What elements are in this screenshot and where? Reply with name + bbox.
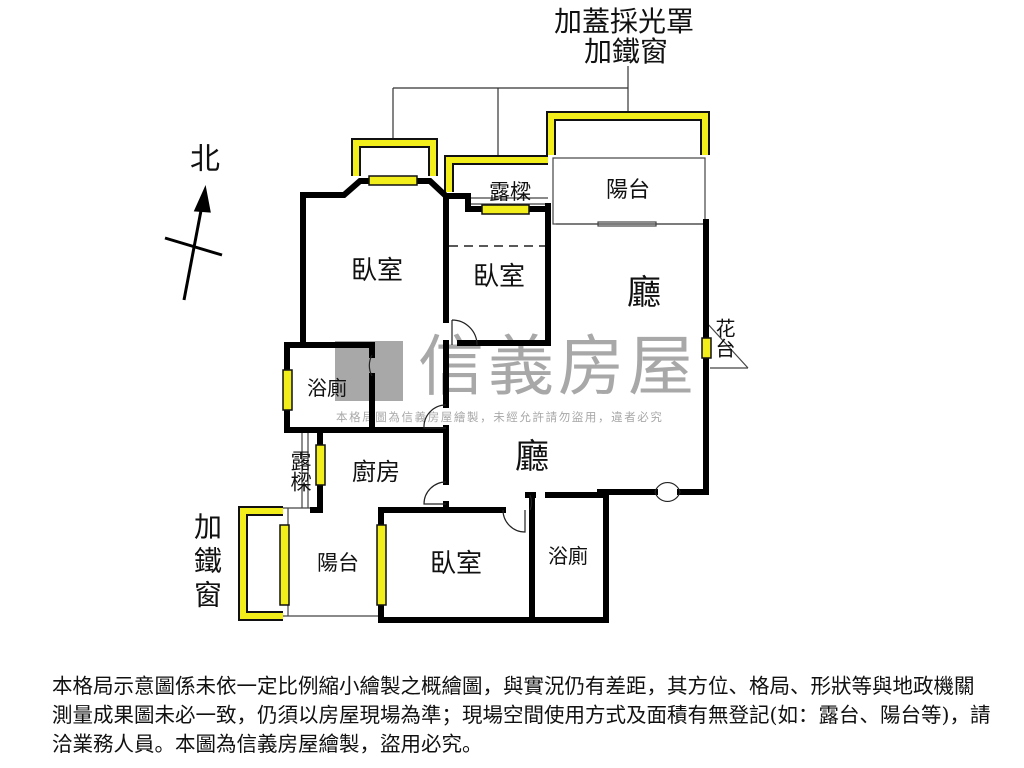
iron-window-frames <box>238 111 710 621</box>
watermark-notice: 本格局圖為信義房屋繪製，未經允許請勿盜用，違者必究 <box>336 410 664 424</box>
room-bathroom-1: 浴廁 <box>307 376 347 400</box>
room-bedroom-2: 臥室 <box>473 262 526 292</box>
walls <box>284 178 709 623</box>
room-ledge-left: 露樑 <box>288 450 312 492</box>
room-ledge-top: 露樑 <box>489 180 531 204</box>
room-bathroom-2: 浴廁 <box>548 544 588 568</box>
room-bedroom-3: 臥室 <box>430 549 483 579</box>
windows <box>279 175 712 606</box>
room-living-2: 廳 <box>515 437 549 477</box>
planter-label: 花台 <box>712 318 736 358</box>
room-balcony-top: 陽台 <box>606 178 651 203</box>
annotation-iron-window-left: 加鐵窗 <box>190 512 223 614</box>
annotation-skylight-cover: 加蓋採光罩 <box>554 5 695 38</box>
disclaimer-text: 本格局示意圖係未依一定比例縮小繪製之概繪圖，與實況仍有差距，其方位、格局、形狀等… <box>52 674 991 756</box>
north-arrow-icon <box>164 185 223 301</box>
leader-lines <box>392 66 629 160</box>
room-living-1: 廳 <box>627 273 661 313</box>
room-kitchen: 廚房 <box>352 458 400 486</box>
thin-lines <box>283 157 749 617</box>
room-bedroom-1: 臥室 <box>351 256 404 286</box>
room-balcony-bottom: 陽台 <box>317 551 359 575</box>
doors <box>368 319 681 533</box>
north-label: 北 <box>190 142 220 177</box>
annotation-iron-window-top: 加鐵窗 <box>584 35 669 68</box>
